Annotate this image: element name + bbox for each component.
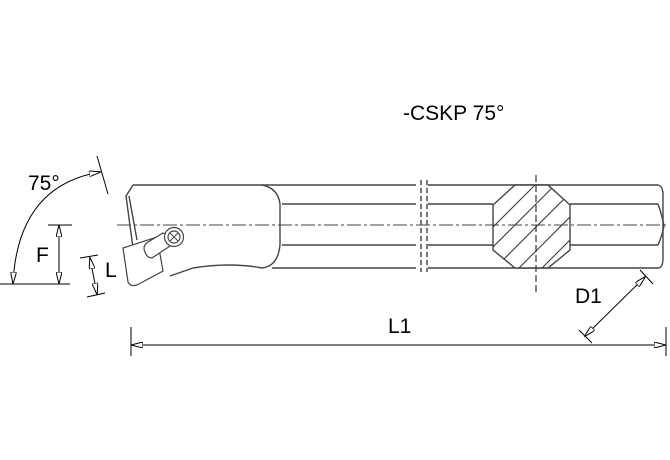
insert-clamp (122, 226, 185, 287)
d1-dimension (578, 269, 654, 344)
f-label: F (36, 244, 49, 267)
cross-section (492, 175, 571, 295)
l-dimension (79, 254, 106, 298)
bar-body (125, 184, 665, 277)
break-lines (420, 180, 428, 272)
angle-label: 75° (28, 172, 60, 195)
angle-dimension (0, 155, 109, 285)
d1-label: D1 (575, 285, 602, 308)
l-label: L (105, 259, 117, 282)
drawing-title: -CSKP 75° (403, 102, 505, 125)
l1-label: L1 (388, 315, 412, 338)
f-dimension (48, 224, 72, 283)
l1-dimension (130, 327, 667, 356)
